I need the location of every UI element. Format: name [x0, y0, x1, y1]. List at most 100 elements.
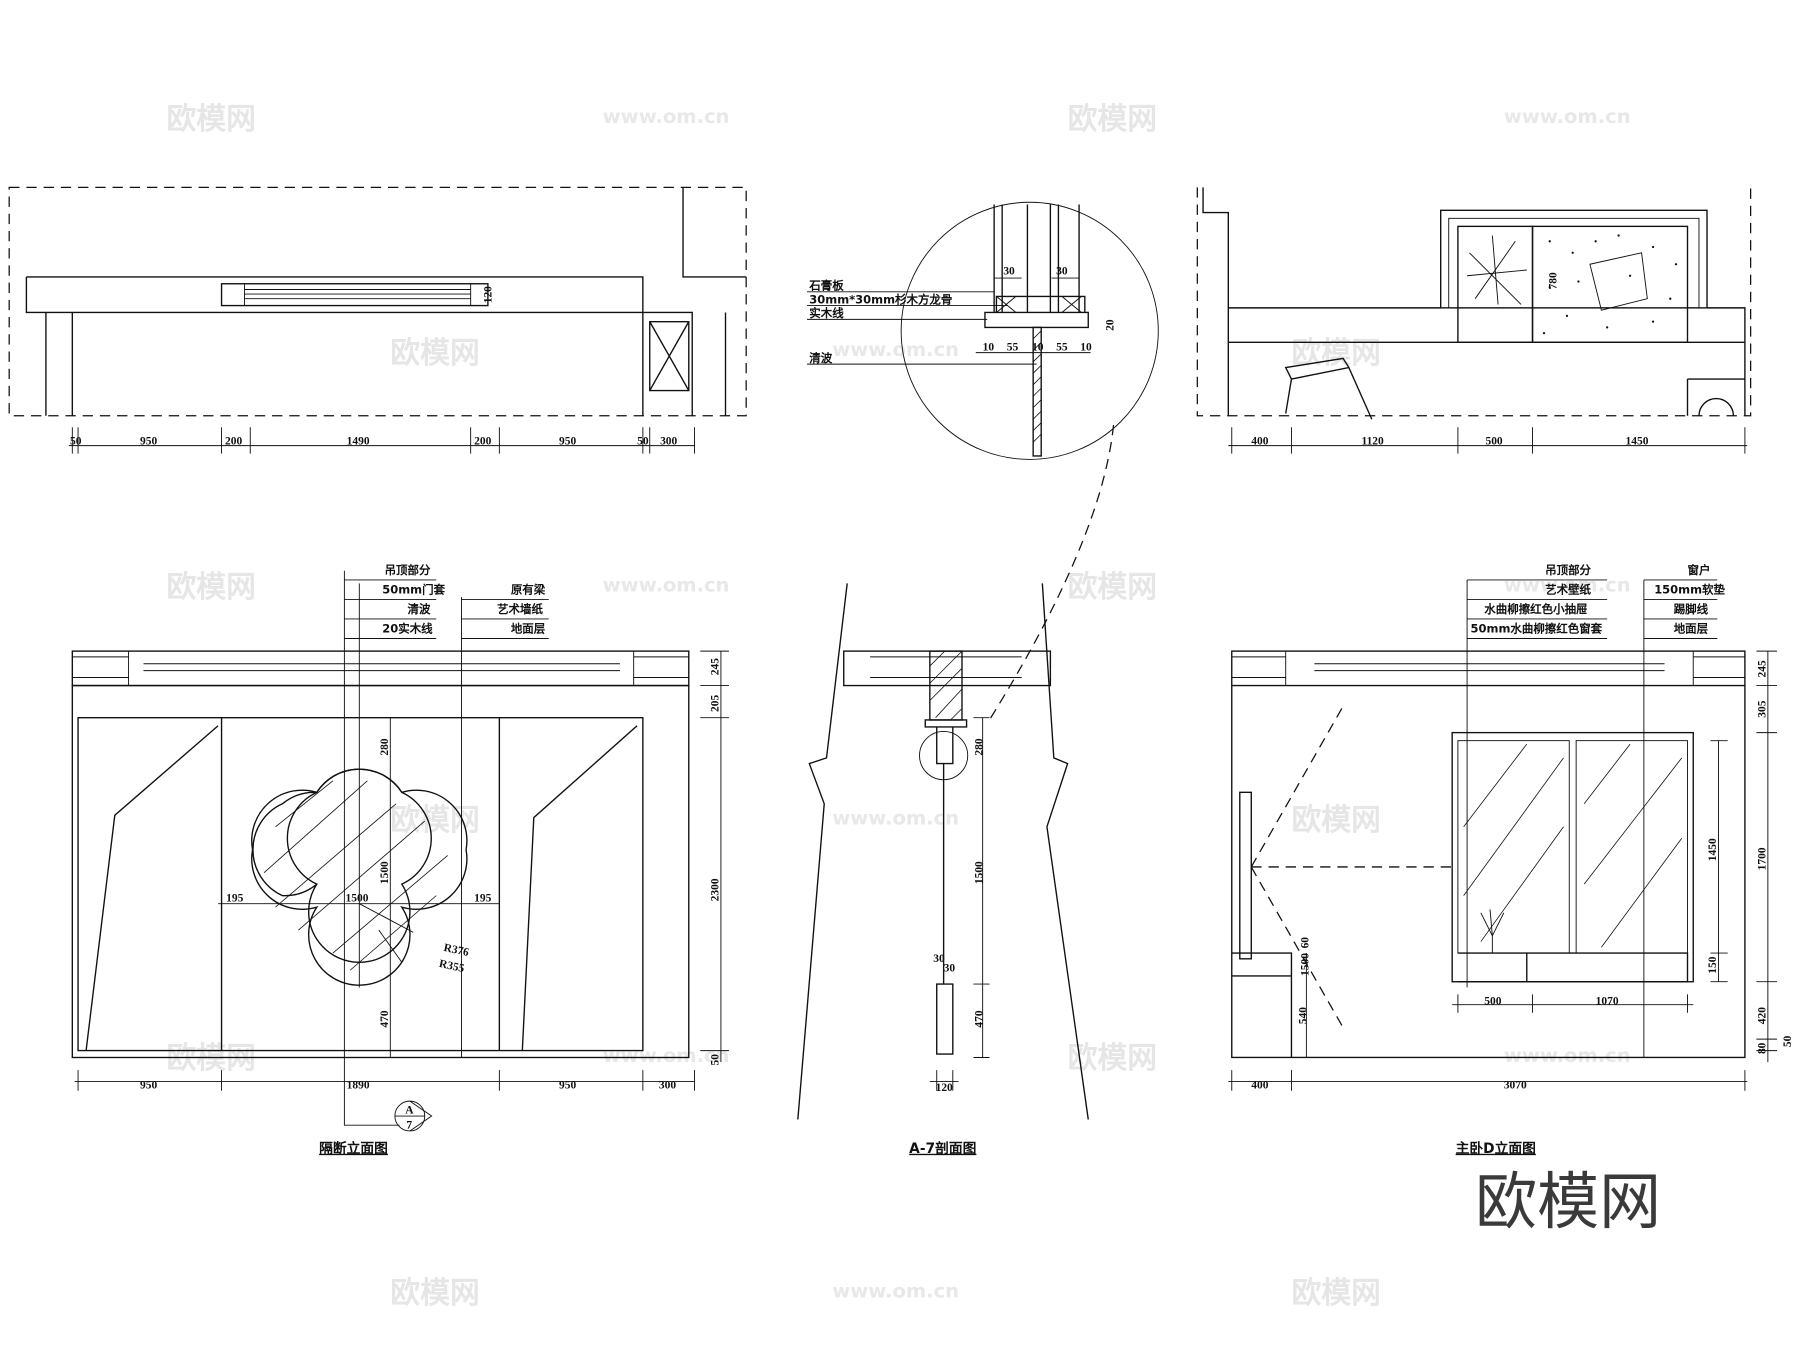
top-left-elevation: 120 50 950 200 1490 200 950 50 300 [8, 186, 747, 454]
dim: 120 [482, 286, 494, 303]
dim: 470 [974, 1010, 986, 1027]
callout-label: 吊顶部分 [385, 563, 431, 577]
callout-label: 石膏板 [808, 279, 844, 293]
dim: 305 [1757, 700, 1769, 717]
dim: 50 [710, 1054, 722, 1066]
dim: 950 [140, 1079, 157, 1091]
dim: 1500 [1300, 953, 1312, 976]
callout-label: 踢脚线 [1674, 602, 1709, 616]
callout-label: 清波 [408, 602, 431, 616]
dim: 3070 [1504, 1079, 1527, 1091]
dim: 1500 [974, 861, 986, 884]
dim: 300 [660, 435, 677, 447]
top-right-elevation: 780 400 1120 500 1450 [1196, 187, 1752, 454]
watermark: www.om.cn [1504, 573, 1631, 596]
callout-label: 原有梁 [511, 583, 546, 597]
dim: 60 [1300, 937, 1312, 949]
callout-label: 水曲柳擦红色小抽屉 [1484, 602, 1587, 616]
section-marker: A 7 [394, 1100, 433, 1132]
watermark: www.om.cn [1504, 1044, 1631, 1067]
dim: 55 [1056, 341, 1068, 353]
dim: R376 [442, 942, 470, 959]
watermark: www.om.cn [832, 1279, 959, 1302]
dim: R355 [438, 958, 466, 975]
watermark: www.om.cn [603, 1044, 730, 1067]
dim: 2300 [710, 878, 722, 901]
dim: 30 [944, 962, 956, 974]
dim: 300 [659, 1079, 676, 1091]
dim: 205 [710, 694, 722, 711]
dim: 120 [936, 1082, 953, 1094]
dim: 1500 [346, 892, 369, 904]
watermark: 欧模网 [1068, 102, 1157, 137]
marker-number: 7 [406, 1120, 412, 1132]
dim: 20 [1105, 319, 1117, 331]
dim: 950 [559, 1079, 576, 1091]
bedroom-elevation: 吊顶部分 艺术壁纸 水曲柳擦红色小抽屉 50mm水曲柳擦红色窗套 窗户 150m… [1228, 563, 1794, 1157]
drawing-title: 主卧D立面图 [1456, 1140, 1536, 1157]
watermark: 欧模网 [1291, 803, 1380, 838]
dim: 50 [637, 435, 649, 447]
dim: 540 [1297, 1007, 1309, 1024]
dim: 1700 [1757, 847, 1769, 870]
watermark: www.om.cn [603, 573, 730, 596]
dim: 1120 [1361, 435, 1384, 447]
dim: 50 [1782, 1035, 1794, 1047]
callout-label: 50mm门套 [382, 583, 445, 597]
callout-label: 艺术壁纸 [1545, 583, 1591, 597]
watermark: 欧模网 [390, 1276, 479, 1311]
dim: 195 [474, 892, 491, 904]
partition-elevation: 吊顶部分 50mm门套 清波 20实木线 原有梁 艺术墙纸 地面层 195 15… [71, 563, 729, 1157]
dim: 1890 [347, 1079, 370, 1091]
dim: 1490 [347, 435, 370, 447]
dim: 400 [1251, 435, 1268, 447]
drawing-title: A-7剖面图 [909, 1140, 976, 1157]
callout-label: 20实木线 [382, 622, 433, 636]
dim: 200 [474, 435, 491, 447]
callout-label: 艺术墙纸 [497, 602, 543, 616]
dim: 950 [140, 435, 157, 447]
watermark: www.om.cn [603, 105, 730, 128]
dim: 10 [1032, 341, 1044, 353]
callout-label: 150mm软垫 [1654, 583, 1725, 597]
dim: 1450 [1707, 838, 1719, 861]
dim: 10 [983, 341, 995, 353]
dim: 150 [1707, 956, 1719, 973]
watermark: 欧模网 [390, 803, 479, 838]
watermark: 欧模网 [390, 336, 479, 371]
dim: 55 [1007, 341, 1019, 353]
callout-label: 清波 [809, 351, 832, 365]
dim: 50 [70, 435, 82, 447]
dim: 1070 [1596, 996, 1619, 1008]
dim: 420 [1757, 1007, 1769, 1024]
callout-label: 窗户 [1688, 563, 1711, 577]
watermark: 欧模网 [166, 1041, 255, 1076]
dim: 10 [1080, 341, 1092, 353]
marker-letter: A [405, 1105, 414, 1117]
watermark: www.om.cn [832, 338, 959, 361]
dim: 30 [1003, 266, 1015, 278]
dim: 80 [1757, 1042, 1769, 1054]
dim: 280 [974, 738, 986, 755]
drawing-title: 隔断立面图 [319, 1140, 388, 1157]
section-view: 280 1500 30 30 470 120 A-7剖面图 [797, 583, 1089, 1157]
watermark: 欧模网 [166, 570, 255, 605]
detail-circle: 石膏板 30mm*30mm杉木方龙骨 实木线 清波 30 30 10 55 10… [807, 201, 1159, 724]
watermark: 欧模网 [1291, 336, 1380, 371]
watermark: 欧模网 [1068, 570, 1157, 605]
watermark: 欧模网 [166, 102, 255, 137]
callout-label: 地面层 [511, 622, 546, 636]
callout-label: 50mm水曲柳擦红色窗套 [1471, 622, 1603, 636]
dim: 1450 [1626, 435, 1649, 447]
brand-logo: 欧模网 [1475, 1165, 1661, 1238]
dim: 780 [1548, 272, 1560, 289]
dim: 950 [559, 435, 576, 447]
dim: 195 [226, 892, 243, 904]
dim: 280 [379, 738, 391, 755]
watermark: 欧模网 [1291, 1276, 1380, 1311]
dim: 30 [933, 953, 945, 965]
callout-label: 吊顶部分 [1545, 563, 1591, 577]
callout-label: 地面层 [1674, 622, 1709, 636]
dim: 400 [1251, 1079, 1268, 1091]
